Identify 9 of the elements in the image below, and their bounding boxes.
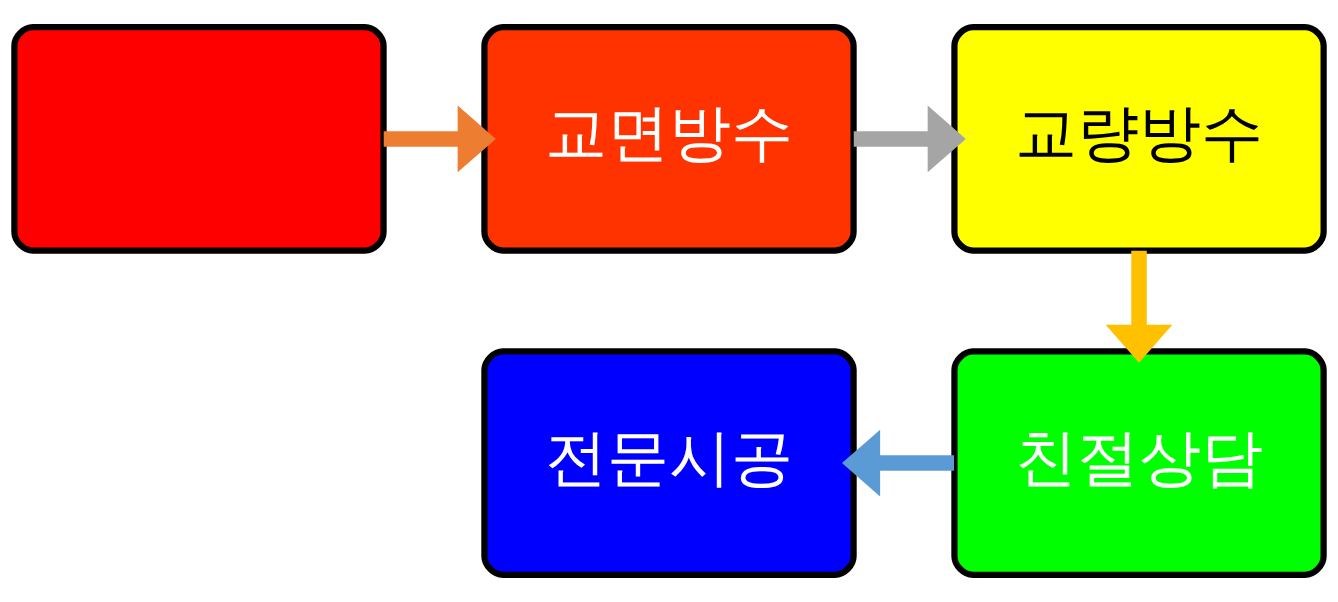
node-box	[11, 24, 387, 254]
node-box: 교량방수	[951, 24, 1327, 254]
arrow	[383, 105, 496, 173]
arrow	[853, 105, 966, 173]
arrow	[841, 429, 955, 497]
arrow	[1105, 250, 1173, 363]
node-box: 친절상담	[951, 348, 1327, 578]
node-box: 전문시공	[481, 348, 857, 578]
node-box: 교면방수	[481, 24, 857, 254]
